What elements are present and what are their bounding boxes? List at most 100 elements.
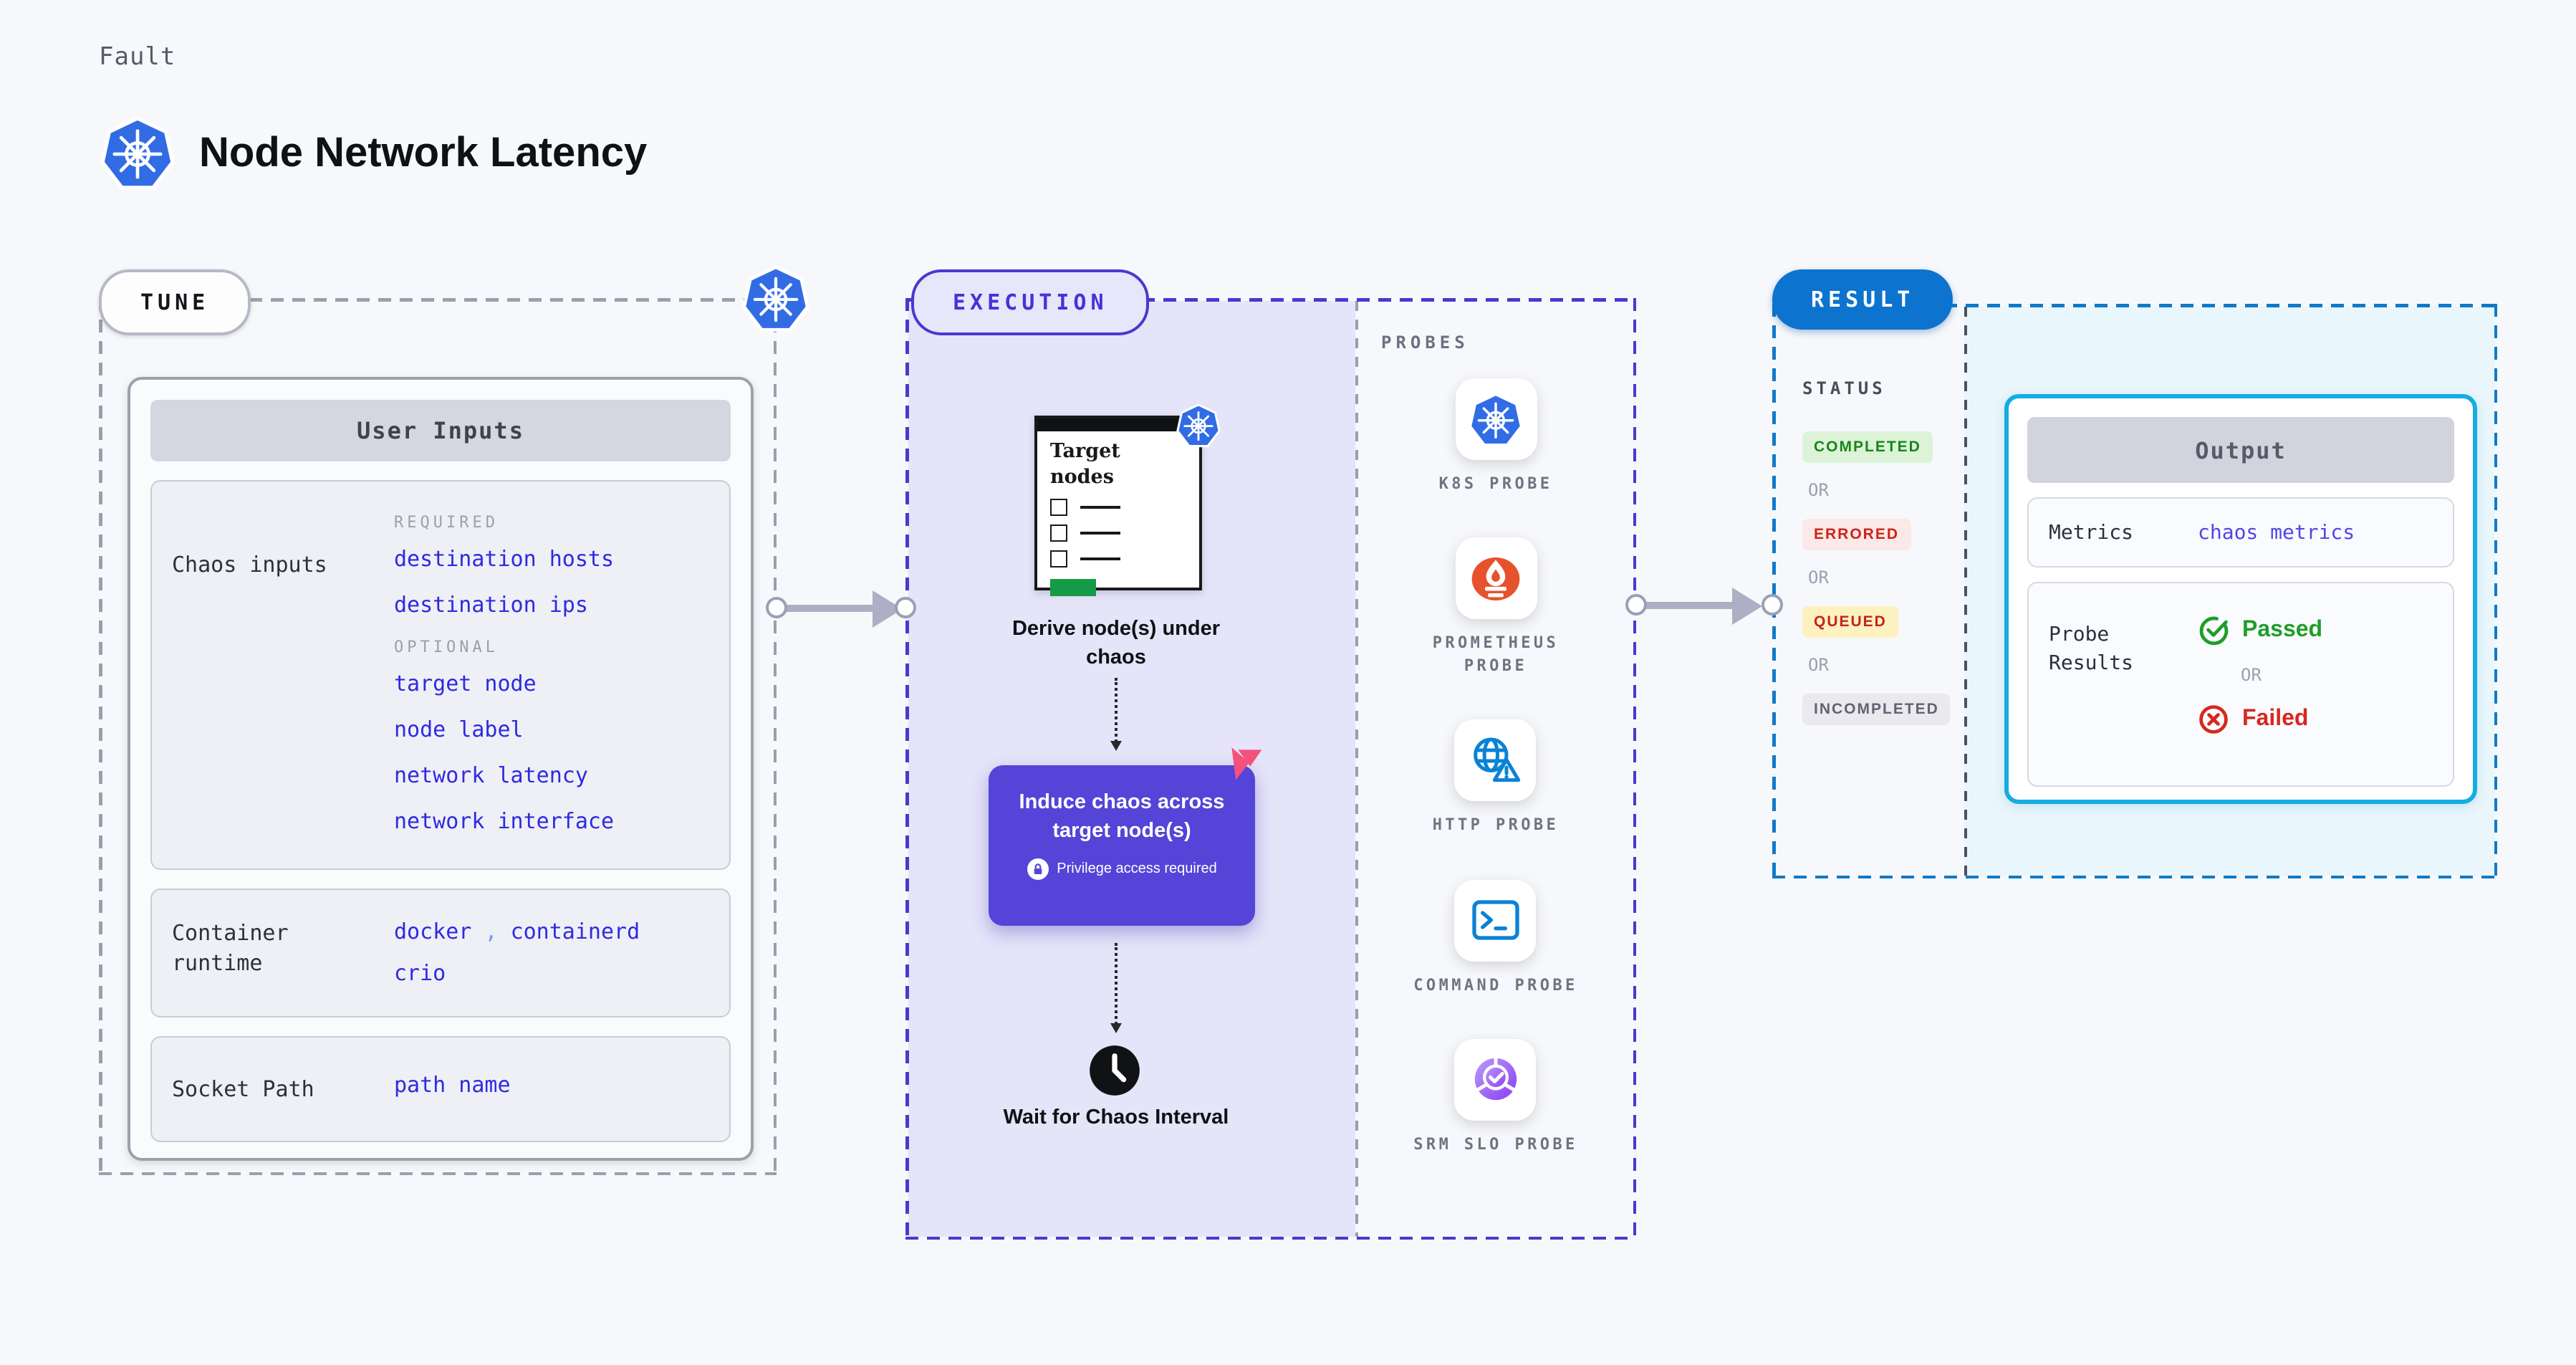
runtime-value-crio[interactable]: crio (394, 960, 446, 986)
input-link-target-node[interactable]: target node (394, 671, 537, 696)
chaos-inputs-row: Chaos inputs REQUIRED destination hosts … (150, 480, 731, 870)
flow-arrow-tune-execution (781, 605, 875, 612)
probe-item: COMMAND PROBE (1413, 879, 1577, 996)
result-pill: RESULT (1772, 269, 1953, 330)
connector-node (1762, 594, 1783, 616)
socket-path-value[interactable]: path name (394, 1072, 511, 1098)
input-link-network-latency[interactable]: network latency (394, 762, 588, 788)
user-inputs-card: User Inputs Chaos inputs REQUIRED destin… (128, 377, 754, 1161)
fault-kicker: Fault (99, 43, 176, 72)
failed-x-icon (2198, 704, 2229, 735)
chaos-inputs-label: Chaos inputs (172, 552, 327, 578)
probes-panel: PROBES K8S PROBE PROMETHEUS PROBE HTTP P… (1355, 298, 1636, 1240)
passed-check-icon (2198, 615, 2229, 646)
probe-label: SRM SLO PROBE (1413, 1134, 1578, 1154)
status-heading: STATUS (1802, 378, 1886, 398)
tune-pill: TUNE (99, 269, 251, 335)
checkbox-row (1050, 550, 1186, 568)
checkbox-icon[interactable] (1050, 525, 1067, 542)
flow-arrow-execution-result (1640, 602, 1735, 609)
status-column: STATUS COMPLETED OR ERRORED OR QUEUED OR… (1772, 304, 1994, 725)
prometheus-icon (1455, 537, 1537, 620)
metrics-value-link[interactable]: chaos metrics (2198, 521, 2355, 544)
or-label: OR (1808, 655, 1829, 675)
probe-label: COMMAND PROBE (1413, 975, 1578, 995)
clock-icon (1087, 1043, 1142, 1098)
probe-results-row: Probe Results Passed OR Failed (2027, 582, 2454, 787)
probe-item: PROMETHEUS PROBE (1403, 537, 1589, 677)
checkbox-icon[interactable] (1050, 550, 1067, 568)
execution-section: Target nodes Derive node(s) under chaos … (905, 298, 1636, 1240)
result-section: STATUS COMPLETED OR ERRORED OR QUEUED OR… (1772, 304, 2497, 878)
target-nodes-title: Target nodes (1050, 440, 1120, 489)
probe-label: PROMETHEUS PROBE (1432, 633, 1559, 675)
container-runtime-row: Container runtime docker , containerd cr… (150, 889, 731, 1017)
output-panel: Output Metrics chaos metrics Probe Resul… (2004, 394, 2477, 804)
kubernetes-icon (1455, 378, 1537, 460)
socket-path-label: Socket Path (172, 1076, 314, 1102)
slo-donut-icon (1454, 1038, 1537, 1121)
connector-node (766, 597, 787, 618)
status-badge: COMPLETED (1802, 431, 1933, 463)
lock-icon (1027, 858, 1049, 880)
arrowhead-icon (1732, 587, 1762, 624)
user-inputs-header: User Inputs (150, 400, 731, 461)
or-label: OR (1808, 567, 1829, 588)
confirm-button[interactable] (1050, 579, 1096, 597)
checkbox-row (1050, 499, 1186, 517)
input-link-node-label[interactable]: node label (394, 717, 524, 742)
probe-label: K8S PROBE (1438, 474, 1553, 493)
runtime-value-containerd[interactable]: containerd (510, 919, 640, 944)
input-link-network-interface[interactable]: network interface (394, 808, 615, 834)
probes-divider (1355, 301, 1358, 1237)
runtime-value-docker[interactable]: docker (394, 919, 472, 944)
kubernetes-icon (1176, 403, 1221, 449)
litmus-chaos-icon (1224, 737, 1269, 782)
status-badge: QUEUED (1802, 606, 1898, 638)
induce-chaos-label: Induce chaos across target node(s) (1019, 791, 1225, 843)
output-header: Output (2027, 417, 2454, 483)
connector-node (1625, 594, 1647, 616)
page-title: Node Network Latency (199, 130, 648, 176)
globe-warning-icon (1454, 719, 1537, 802)
privilege-note: Privilege access required (1057, 861, 1217, 877)
kubernetes-icon (100, 115, 175, 192)
probe-item: K8S PROBE (1439, 378, 1553, 495)
kubernetes-icon (742, 264, 809, 334)
induce-chaos-box: Induce chaos across target node(s) Privi… (989, 765, 1255, 926)
or-label: OR (1808, 480, 1829, 500)
input-link-destination-hosts[interactable]: destination hosts (394, 546, 615, 572)
derive-nodes-label: Derive node(s) under chaos (1011, 618, 1221, 669)
required-heading: REQUIRED (394, 513, 499, 532)
page-title-row: Node Network Latency (100, 115, 647, 192)
terminal-icon (1454, 879, 1537, 962)
probe-item: SRM SLO PROBE (1413, 1038, 1578, 1156)
socket-path-row: Socket Path path name (150, 1036, 731, 1142)
wait-interval-label: Wait for Chaos Interval (1003, 1106, 1229, 1129)
checkbox-icon[interactable] (1050, 499, 1067, 517)
card-titlebar (1037, 418, 1199, 431)
passed-label: Passed (2242, 618, 2323, 642)
metrics-row: Metrics chaos metrics (2027, 497, 2454, 567)
status-badge: ERRORED (1802, 519, 1911, 550)
probe-label: HTTP PROBE (1432, 815, 1559, 835)
runtime-separator: , (484, 919, 498, 944)
status-divider (1964, 307, 1966, 876)
checkbox-row (1050, 525, 1186, 542)
container-runtime-label: Container runtime (172, 920, 289, 976)
tune-section: User Inputs Chaos inputs REQUIRED destin… (99, 298, 777, 1175)
optional-heading: OPTIONAL (394, 638, 499, 656)
or-label: OR (2241, 665, 2262, 685)
target-nodes-card: Target nodes (1034, 416, 1202, 597)
failed-label: Failed (2242, 707, 2309, 731)
status-badge: INCOMPLETED (1802, 694, 1951, 725)
probe-results-label: Probe Results (2049, 623, 2134, 675)
metrics-label: Metrics (2049, 521, 2134, 544)
connector-node (895, 597, 916, 618)
flow-dotted-arrow (1110, 678, 1122, 751)
input-link-destination-ips[interactable]: destination ips (394, 592, 588, 618)
probes-heading: PROBES (1381, 332, 1469, 353)
execution-pill: EXECUTION (911, 269, 1150, 335)
flow-dotted-arrow (1110, 943, 1122, 1033)
